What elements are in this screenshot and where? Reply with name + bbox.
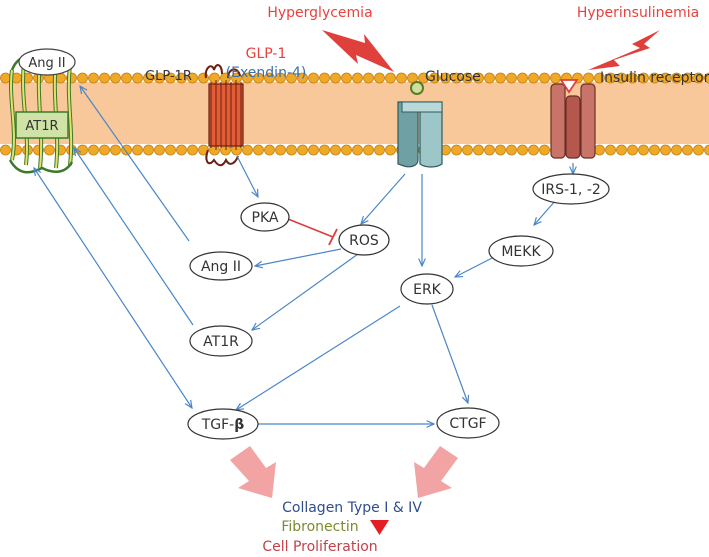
at1r-membrane-label: AT1R [25, 119, 58, 134]
irs-label: IRS-1, -2 [541, 182, 601, 198]
pka-node [240, 202, 290, 232]
arrow-glp1r-pka [236, 155, 258, 197]
collagen-label: Collagen Type I & IV [282, 500, 422, 516]
ctgf-node [436, 407, 500, 439]
tgf-beta-label: TGF-β [201, 417, 245, 433]
arrow-erk-ctgf [431, 304, 468, 403]
glucose-label: Glucose [425, 69, 481, 85]
at1r-label: AT1R [203, 334, 239, 350]
tgf-beta-symbol: β [234, 417, 244, 433]
glp1r-label: GLP-1R [145, 69, 192, 84]
pathway-arrows [34, 86, 573, 424]
glp1r-receptor [204, 64, 244, 167]
insulin-receptor [550, 79, 596, 159]
erk-node [400, 273, 454, 305]
irs-node [532, 173, 610, 205]
exendin4-label: (Exendin-4) [226, 65, 307, 81]
hyperglycemia-label: Hyperglycemia [267, 5, 372, 21]
erk-label: ERK [413, 282, 442, 298]
ang-ii-label: Ang II [201, 259, 241, 275]
tgf-prefix: TGF- [201, 417, 235, 433]
insulin-receptor-label: Insulin receptor [600, 70, 709, 86]
ros-node [338, 224, 390, 256]
glp1-label: GLP-1 [246, 46, 287, 62]
arrow-ros-at1r [252, 253, 359, 330]
hyperglycemia-lightning-icon [322, 30, 394, 72]
arrow-at1r-at1r-membrane [74, 148, 194, 326]
ang-ii-node [189, 251, 253, 281]
fibronectin-label: Fibronectin [281, 519, 358, 535]
arrow-erk-tgf [236, 305, 401, 410]
glucose-molecule [410, 81, 424, 95]
arrow-irs-mekk [534, 199, 557, 225]
ctgf-outcome-arrow [414, 446, 458, 498]
ros-label: ROS [349, 233, 379, 249]
decrease-triangle-icon [370, 520, 389, 535]
mekk-node [488, 235, 554, 267]
arrow-ros-angii [255, 248, 342, 266]
at1r-node [189, 325, 253, 357]
arrow-mekk-erk [455, 255, 497, 277]
ctgf-label: CTGF [449, 416, 486, 432]
arrow-tgf-at1r-membrane [34, 168, 192, 408]
hyperinsulinemia-label: Hyperinsulinemia [577, 5, 699, 21]
ang-ii-top-label: Ang II [28, 56, 65, 71]
pka-label: PKA [252, 210, 279, 226]
ang-ii-top-node [18, 48, 76, 76]
hyperinsulinemia-lightning-icon [588, 30, 660, 70]
glucose-transporter [397, 101, 443, 168]
tgf-beta-node [187, 408, 259, 440]
mekk-label: MEKK [501, 244, 541, 260]
tgf-outcome-arrow [230, 446, 276, 498]
inhibition-pka-ros [287, 218, 338, 246]
proliferation-label: Cell Proliferation [262, 539, 377, 555]
arrow-glucose-ros [361, 173, 406, 224]
